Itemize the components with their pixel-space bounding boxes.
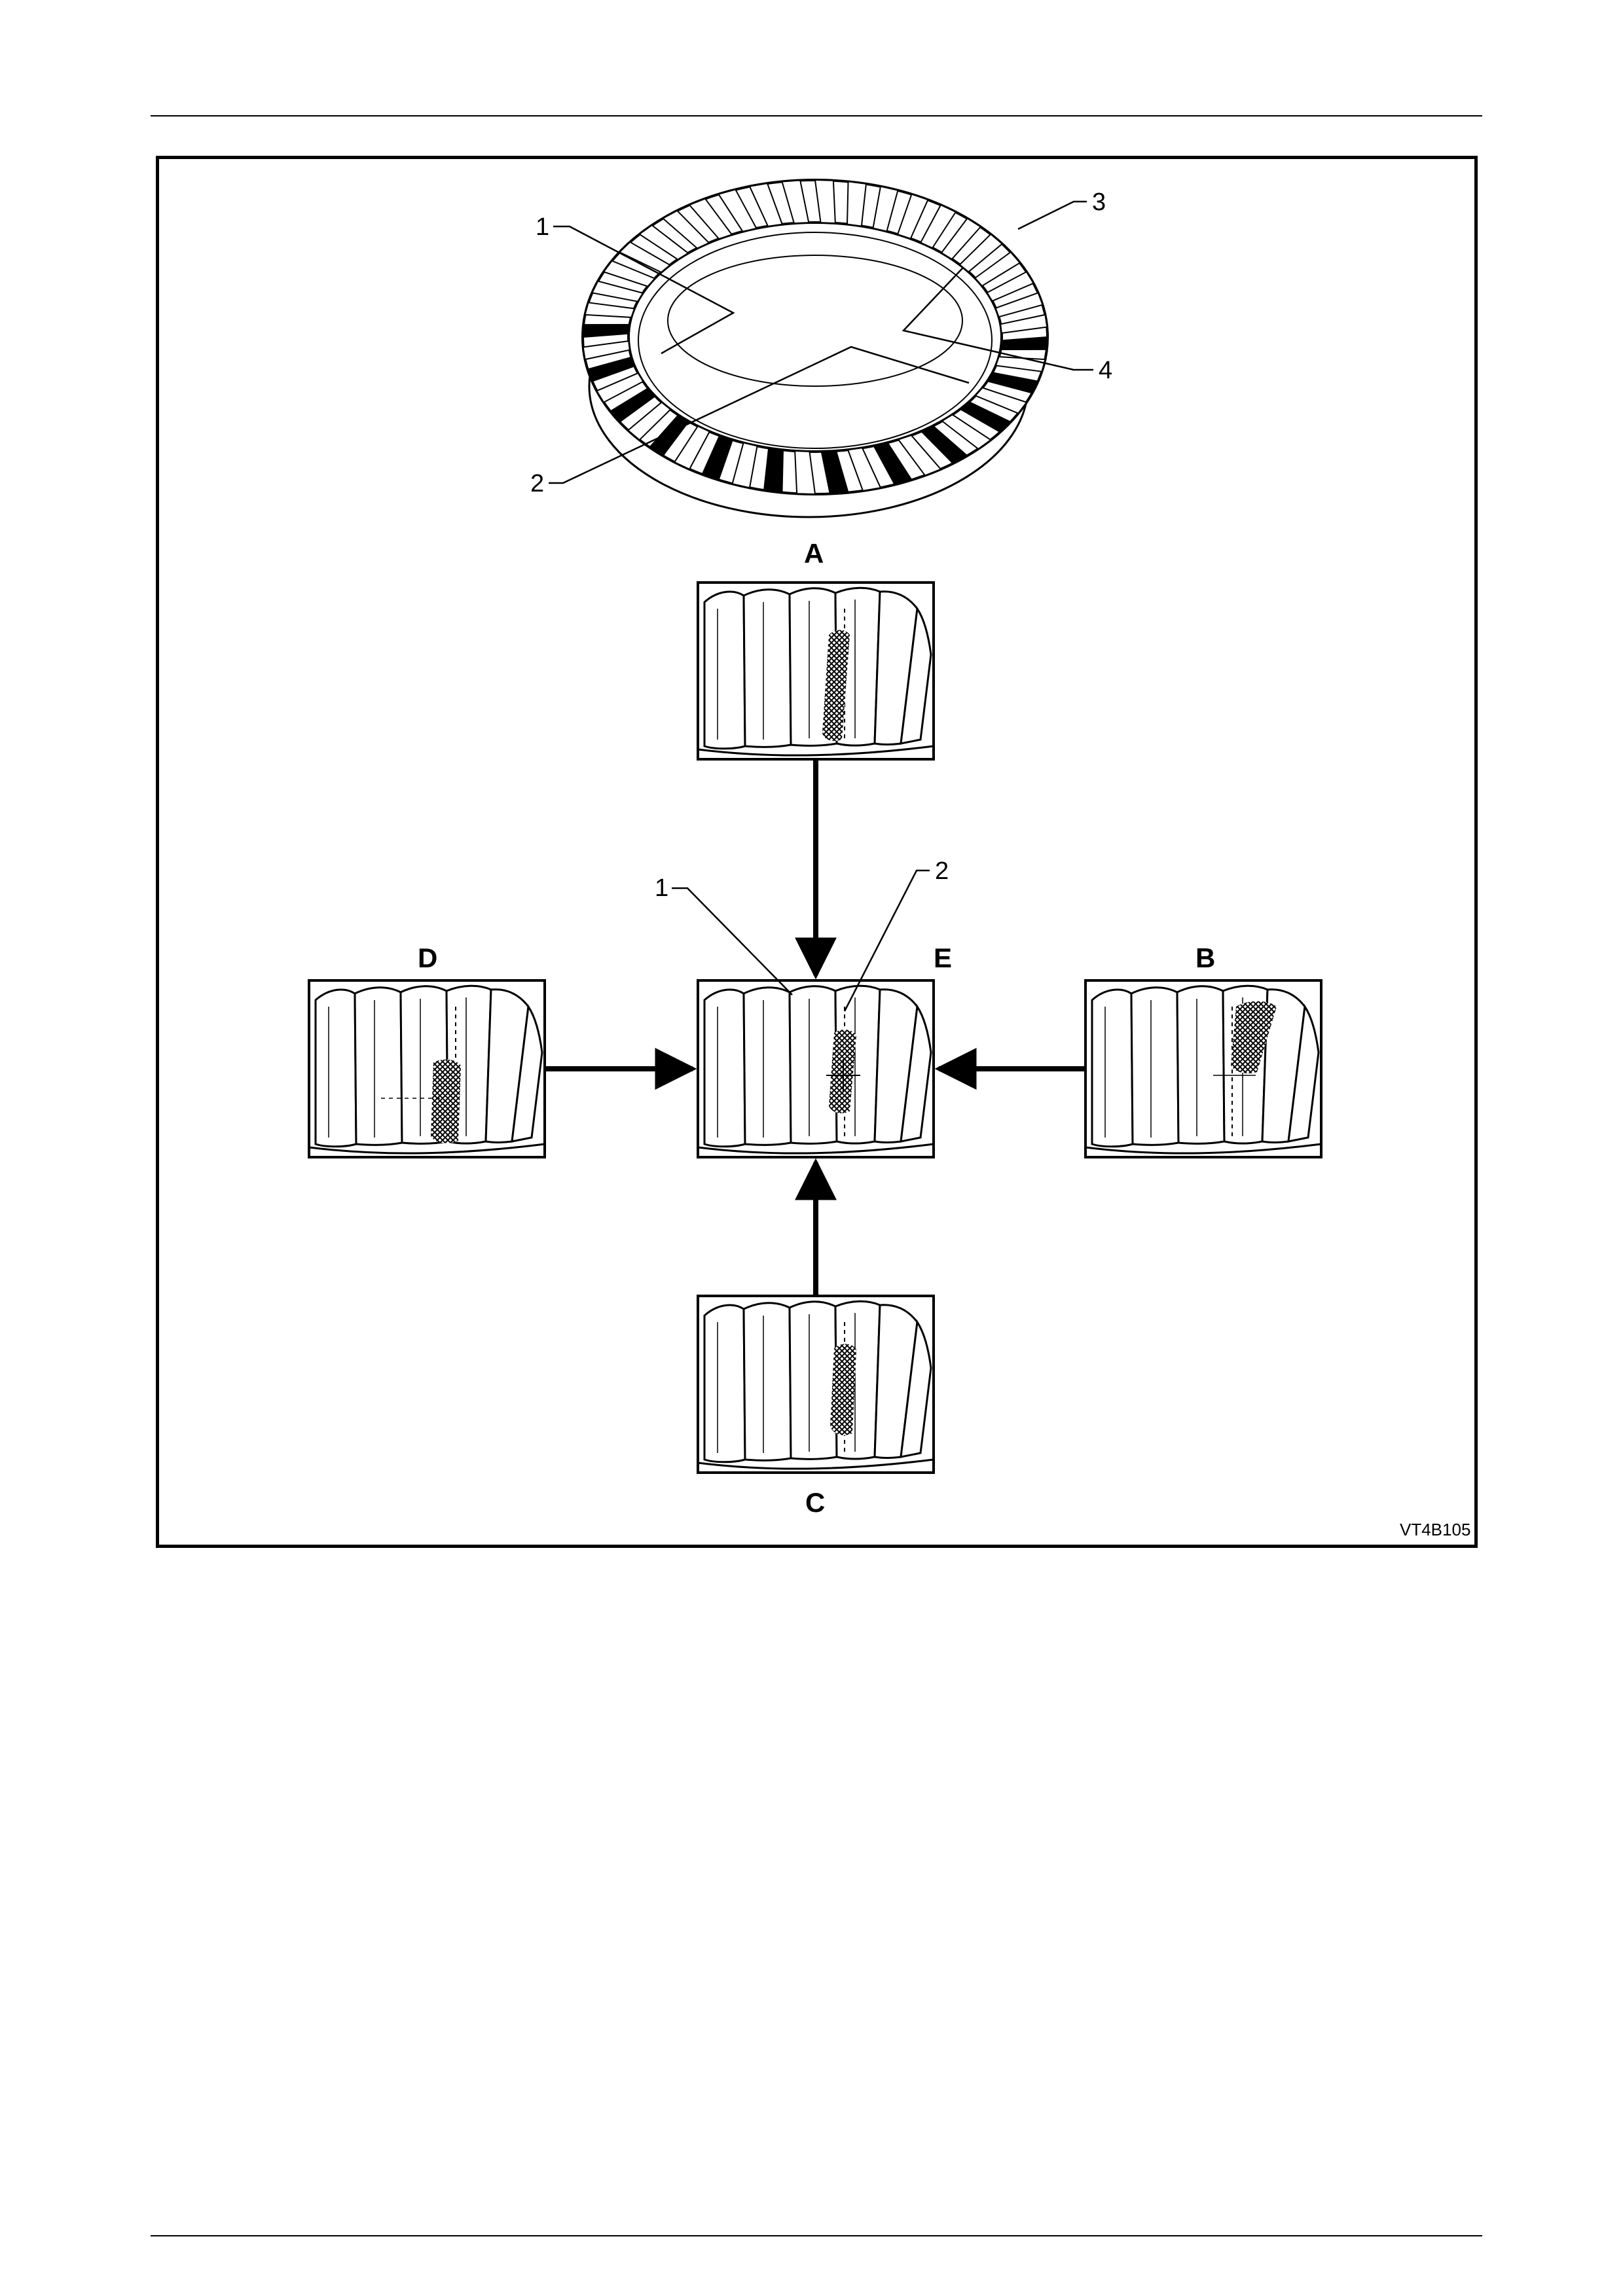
ring-gear-callout-4: 4 xyxy=(1099,357,1112,385)
figure-code: VT4B105 xyxy=(1400,1520,1470,1540)
panel-a xyxy=(698,583,934,759)
panel-b xyxy=(1085,980,1321,1157)
panel-label-c: C xyxy=(805,1487,825,1518)
center-callout-1: 1 xyxy=(655,874,668,903)
ring-gear-callout-1: 1 xyxy=(536,213,549,242)
panel-label-a: A xyxy=(804,538,824,569)
ring-gear-illustration xyxy=(583,180,1048,517)
panel-d xyxy=(309,980,545,1157)
panel-label-b: B xyxy=(1195,942,1215,974)
panel-c xyxy=(698,1296,934,1473)
center-callout-2: 2 xyxy=(935,857,949,886)
ring-gear-callout-2: 2 xyxy=(530,470,544,498)
footer-rule xyxy=(151,2235,1482,2236)
panel-e xyxy=(698,980,934,1157)
ring-gear-callout-3: 3 xyxy=(1092,188,1106,217)
panel-label-e: E xyxy=(934,942,952,974)
panel-label-d: D xyxy=(418,942,437,974)
